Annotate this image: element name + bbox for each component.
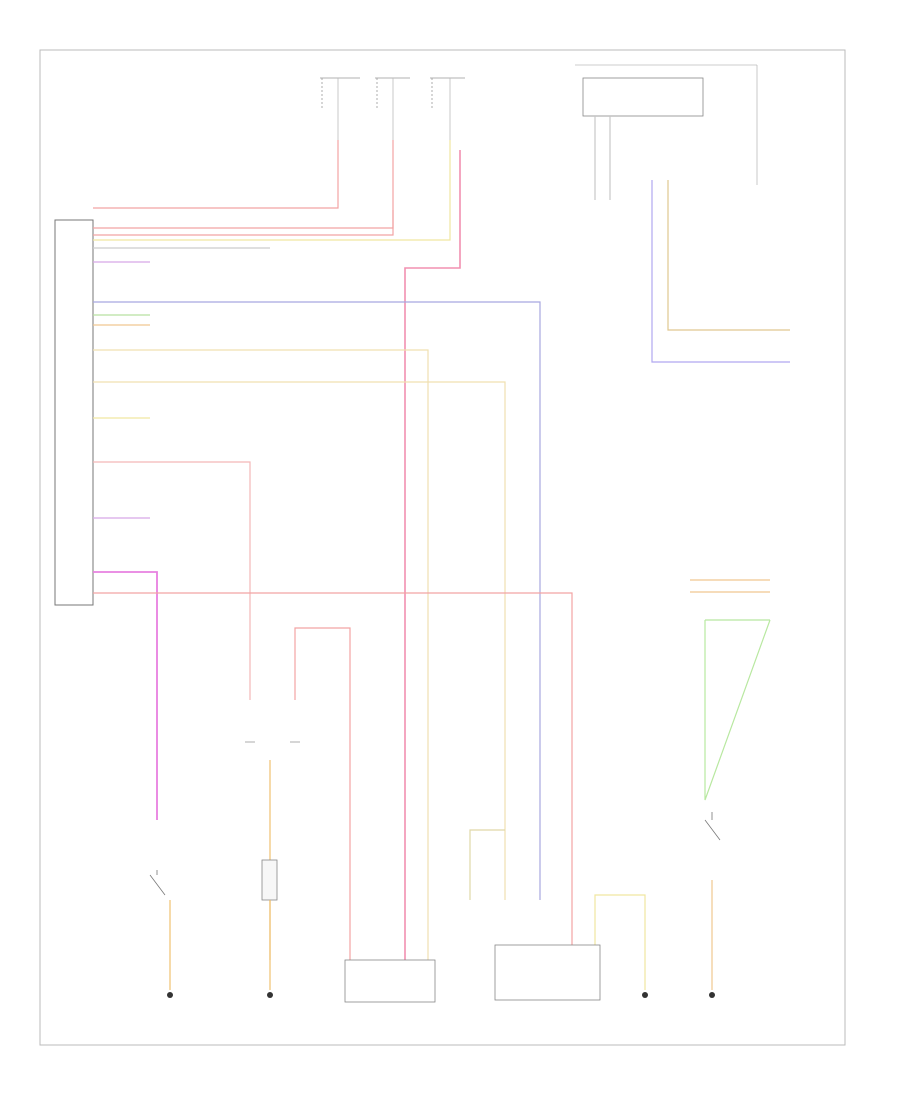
wire-ic-blue xyxy=(651,180,790,363)
wire-pink-fuse3 xyxy=(404,150,461,960)
ground-2 xyxy=(267,992,273,998)
wire-red-3 xyxy=(93,592,573,960)
wire-beige-3 xyxy=(469,829,505,900)
brake-pedal-switch-box xyxy=(494,944,601,1001)
clutch-switch-box xyxy=(344,959,436,1003)
wire-red-fuse2-b xyxy=(93,210,394,229)
wire-green-right xyxy=(704,619,771,801)
wire-red-4 xyxy=(294,627,351,960)
fuse-column-3 xyxy=(430,77,465,140)
ecm-connector xyxy=(54,219,94,606)
fuse-column-2 xyxy=(375,77,410,140)
diagram-frame xyxy=(39,49,846,1046)
ground-4 xyxy=(709,992,715,998)
wire-yellow-fuse3 xyxy=(93,140,451,241)
instrument-cluster xyxy=(582,77,704,117)
wire-beige-2 xyxy=(93,381,506,900)
ground-1 xyxy=(167,992,173,998)
wire-yellow-right xyxy=(594,894,646,960)
wire-blue xyxy=(93,301,541,900)
wire-red-fuse2-a xyxy=(93,140,394,236)
wire-magenta xyxy=(93,571,158,820)
clutch-pedal-sensor xyxy=(261,859,278,901)
fuse-column-1 xyxy=(320,77,360,140)
wire-ic-tan xyxy=(667,180,790,331)
wire-beige-1 xyxy=(93,349,429,960)
wire-red-fuse1 xyxy=(93,140,339,209)
pedal-switch-right xyxy=(704,812,721,841)
brake-light-switch xyxy=(149,870,166,896)
ground-3 xyxy=(642,992,648,998)
wire-red-2 xyxy=(93,461,251,700)
